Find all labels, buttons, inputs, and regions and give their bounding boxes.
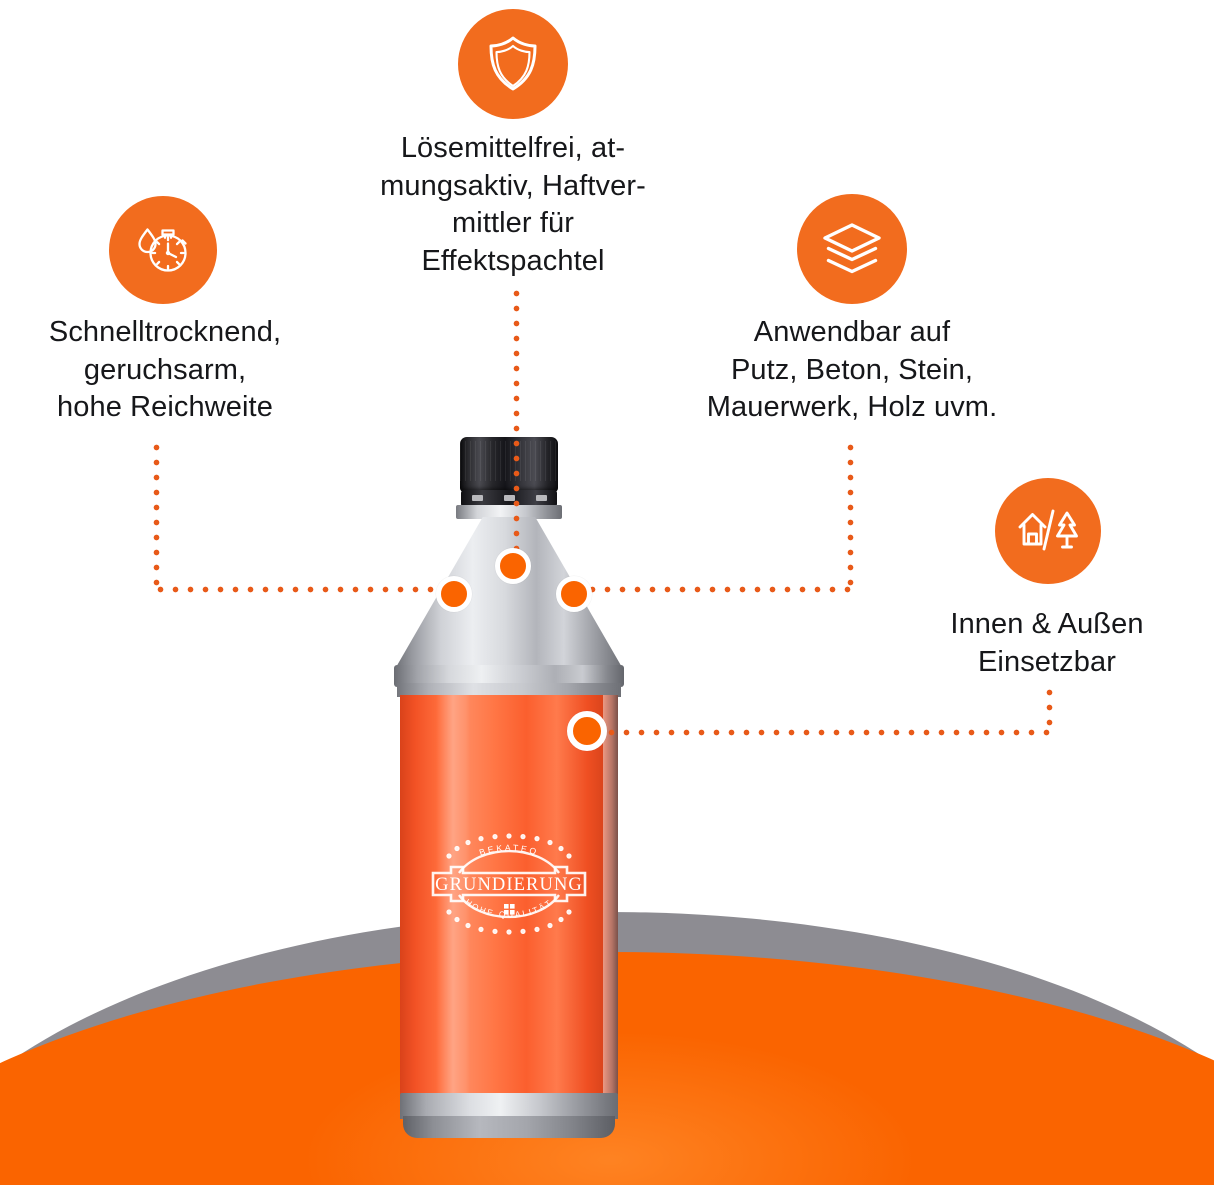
hotspot-bottom[interactable]: [567, 711, 607, 751]
feature-text-fast-drying: Schnelltrocknend, geruchsarm, hohe Reich…: [48, 316, 282, 424]
label-brand-text: BEKATEQ: [478, 843, 540, 858]
shield-icon[interactable]: [458, 9, 568, 119]
stopwatch-droplet-icon[interactable]: [109, 196, 217, 304]
hotspot-top[interactable]: [495, 548, 531, 584]
feature-text-solvent-free: Lösemittelfrei, at- mungsaktiv, Haftver-…: [380, 132, 646, 278]
label-window-mark: [504, 904, 515, 915]
bottle-base-foot: [403, 1116, 615, 1138]
label-product-text: GRUNDIERUNG: [435, 875, 583, 895]
label-emblem: GRUNDIERUNG BEKATEQ HOHE QUALITÄT: [427, 829, 591, 939]
bottle-neck: [456, 505, 562, 519]
label-quality-text: HOHE QUALITÄT: [463, 897, 554, 919]
feature-text-indoor-outdoor: Innen & Außen Einsetzbar: [950, 608, 1144, 678]
layers-icon[interactable]: [797, 194, 907, 304]
connector-left-vertical: [153, 440, 160, 590]
product-bottle: GRUNDIERUNG BEKATEQ HOHE QUALITÄT: [381, 437, 637, 1141]
cap-ribs: [460, 441, 558, 481]
connector-bottom-horizontal: [604, 729, 1052, 736]
cap-tabs: [461, 494, 557, 502]
hotspot-right[interactable]: [556, 576, 592, 612]
connector-top-vertical: [513, 286, 520, 566]
feature-text-substrates: Anwendbar auf Putz, Beton, Stein, Mauerw…: [706, 316, 998, 424]
bottle-cap: [460, 437, 558, 492]
connector-left-horizontal: [153, 586, 463, 593]
hotspot-left[interactable]: [436, 576, 472, 612]
connector-right-vertical: [847, 440, 854, 590]
connector-bottom-vertical: [1046, 685, 1053, 733]
bottle-shoulder-rim2: [397, 683, 621, 697]
connector-right-horizontal: [585, 586, 853, 593]
bottle-right-edge: [603, 695, 618, 1095]
house-tree-icon[interactable]: [995, 478, 1101, 584]
bottle-shoulder-rim: [394, 665, 624, 687]
